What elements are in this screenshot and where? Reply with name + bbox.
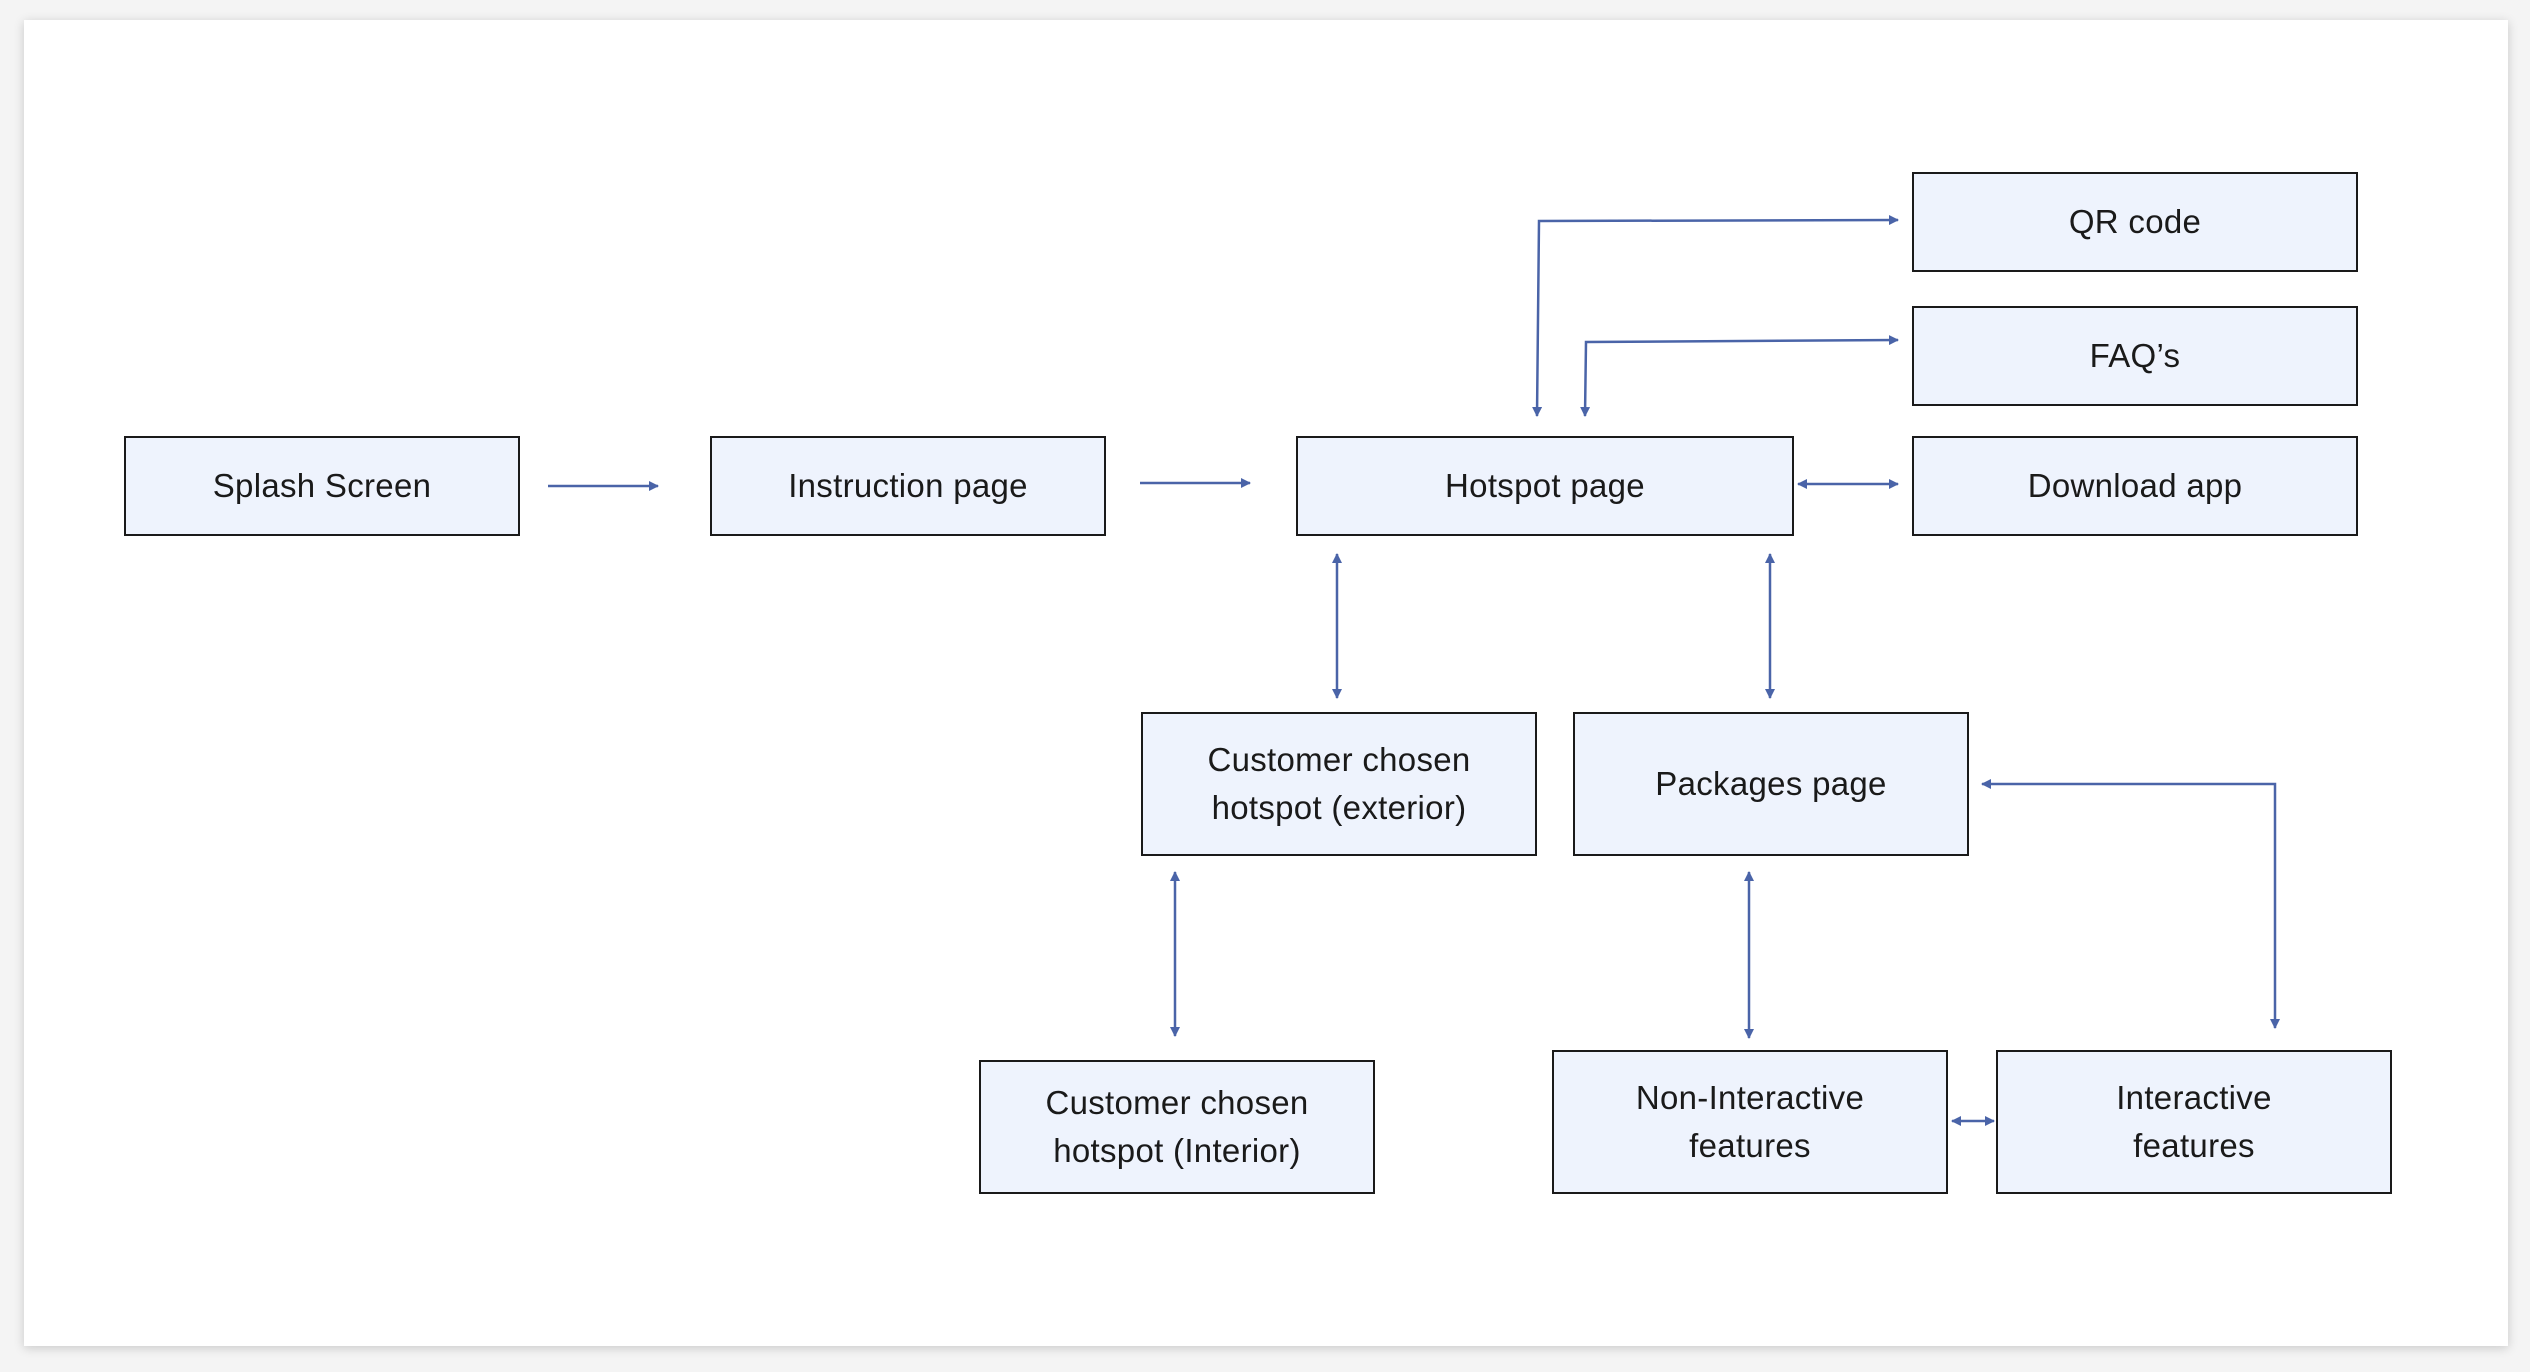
node-hotspot-page: Hotspot page (1296, 436, 1794, 536)
node-qr-code: QR code (1912, 172, 2358, 272)
node-non-interactive-features: Non-Interactive features (1552, 1050, 1948, 1194)
node-download-app: Download app (1912, 436, 2358, 536)
node-customer-hotspot-exterior: Customer chosen hotspot (exterior) (1141, 712, 1537, 856)
node-interactive-features: Interactive features (1996, 1050, 2392, 1194)
node-customer-hotspot-interior: Customer chosen hotspot (Interior) (979, 1060, 1375, 1194)
node-faqs: FAQ’s (1912, 306, 2358, 406)
node-instruction-page: Instruction page (710, 436, 1106, 536)
node-packages-page: Packages page (1573, 712, 1969, 856)
node-splash-screen: Splash Screen (124, 436, 520, 536)
